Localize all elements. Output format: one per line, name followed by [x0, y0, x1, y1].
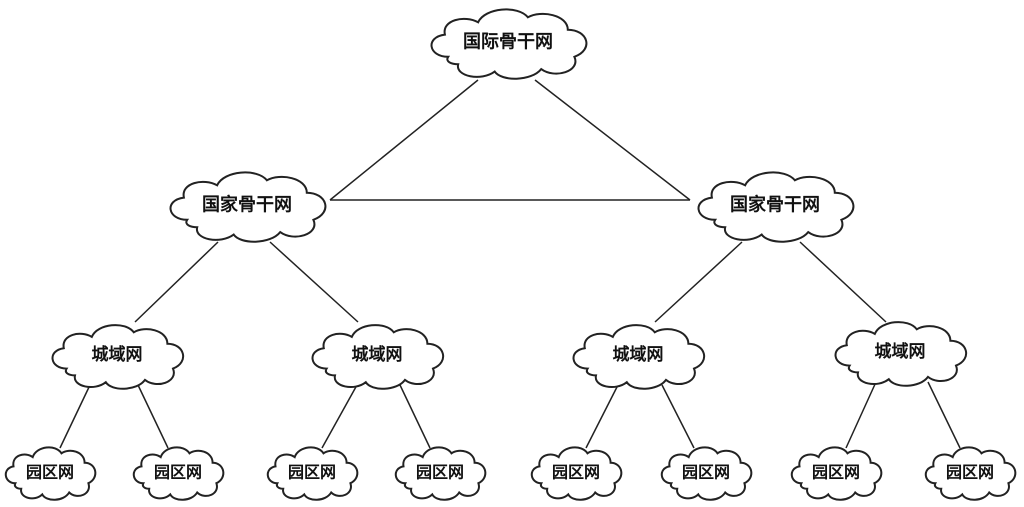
edge-international-national-right [534, 79, 691, 201]
cloud-metro-2: 城域网 [311, 324, 445, 390]
cloud-shape-icon [132, 446, 225, 501]
edge-metro-2-campus-3 [321, 384, 358, 449]
cloud-label: 园区网 [416, 463, 464, 482]
cloud-metro-1: 城域网 [51, 324, 185, 390]
cloud-shape-icon [572, 324, 706, 390]
cloud-campus-6: 园区网 [660, 446, 753, 501]
edge-metro-4-campus-8 [927, 381, 961, 449]
cloud-campus-7: 园区网 [790, 446, 883, 501]
cloud-shape-icon [697, 171, 855, 243]
cloud-label: 园区网 [552, 463, 600, 482]
cloud-shape-icon [924, 446, 1017, 501]
cloud-campus-5: 园区网 [530, 446, 623, 501]
cloud-campus-3: 园区网 [266, 446, 359, 501]
cloud-shape-icon [394, 446, 487, 501]
connection-lines [59, 79, 961, 449]
cloud-shape-icon [266, 446, 359, 501]
cloud-label: 国家骨干网 [730, 194, 820, 216]
cloud-national-backbone-left: 国家骨干网 [169, 171, 327, 243]
cloud-metro-4: 城域网 [834, 321, 968, 387]
cloud-shape-icon [430, 8, 588, 80]
edge-metro-1-campus-1 [59, 384, 91, 449]
cloud-shape-icon [169, 171, 327, 243]
edge-national-left-metro-2 [269, 241, 359, 323]
cloud-label: 园区网 [154, 463, 202, 482]
cloud-shape-icon [530, 446, 623, 501]
cloud-shape-icon [834, 321, 968, 387]
cloud-campus-2: 园区网 [132, 446, 225, 501]
cloud-label: 城域网 [613, 344, 664, 365]
cloud-label: 城域网 [352, 344, 403, 365]
edge-metro-3-campus-6 [661, 384, 695, 449]
cloud-label: 园区网 [682, 463, 730, 482]
edge-national-left-metro-1 [134, 241, 219, 323]
cloud-campus-4: 园区网 [394, 446, 487, 501]
edge-metro-1-campus-2 [137, 384, 169, 449]
edge-metro-2-campus-4 [399, 384, 431, 449]
cloud-label: 园区网 [288, 463, 336, 482]
cloud-label: 城域网 [92, 344, 143, 365]
cloud-shape-icon [51, 324, 185, 390]
cloud-shape-icon [311, 324, 445, 390]
edge-international-national-left [329, 79, 479, 201]
cloud-label: 园区网 [946, 463, 994, 482]
cloud-shape-icon [660, 446, 753, 501]
cloud-shape-icon [790, 446, 883, 501]
edge-national-right-metro-4 [799, 241, 887, 323]
edge-metro-4-campus-7 [845, 381, 877, 449]
cloud-label: 园区网 [26, 463, 74, 482]
cloud-international-backbone: 国际骨干网 [430, 8, 588, 80]
cloud-campus-8: 园区网 [924, 446, 1017, 501]
cloud-label: 国际骨干网 [463, 32, 553, 53]
cloud-shape-icon [4, 446, 97, 501]
cloud-label: 国家骨干网 [202, 194, 292, 216]
cloud-metro-3: 城域网 [572, 324, 706, 390]
cloud-label: 城域网 [875, 341, 926, 362]
cloud-campus-1: 园区网 [4, 446, 97, 501]
edge-national-right-metro-3 [654, 241, 743, 323]
cloud-national-backbone-right: 国家骨干网 [697, 171, 855, 243]
edge-metro-3-campus-5 [585, 384, 619, 449]
cloud-label: 园区网 [812, 463, 860, 482]
